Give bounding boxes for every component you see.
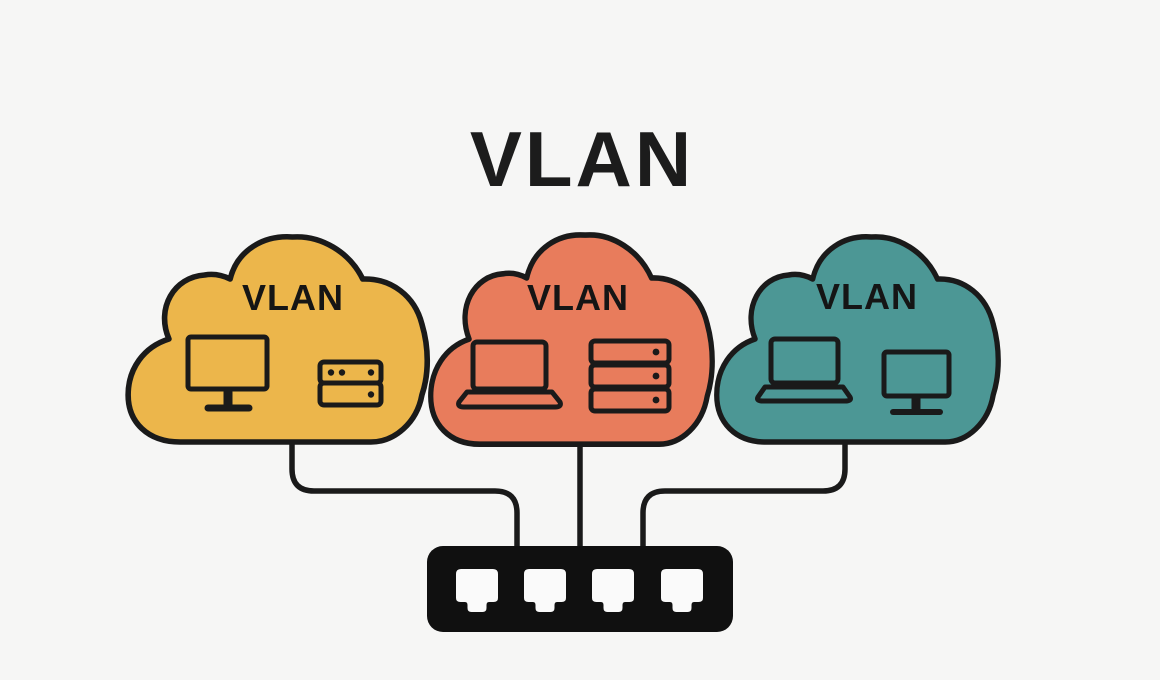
vlan-cloud-orange: VLAN xyxy=(431,235,713,444)
network-switch xyxy=(427,546,733,632)
cloud-label-teal: VLAN xyxy=(816,276,918,317)
laptop-icon xyxy=(755,336,853,404)
cloud-label-orange: VLAN xyxy=(527,277,629,318)
monitor-icon xyxy=(881,349,952,415)
desktop-computer-icon xyxy=(185,334,270,412)
laptop-icon xyxy=(456,339,563,410)
connector-lines xyxy=(289,440,848,555)
page-title: VLAN xyxy=(470,115,694,203)
server-box-icon xyxy=(317,359,384,408)
connector-line-right xyxy=(640,440,848,555)
server-rack-icon xyxy=(588,338,672,414)
connector-line-left xyxy=(289,440,520,555)
vlan-cloud-yellow: VLAN xyxy=(128,237,427,442)
vlan-cloud-teal: VLAN xyxy=(717,237,999,442)
cloud-label-yellow: VLAN xyxy=(242,277,344,318)
switch-body xyxy=(427,546,733,632)
